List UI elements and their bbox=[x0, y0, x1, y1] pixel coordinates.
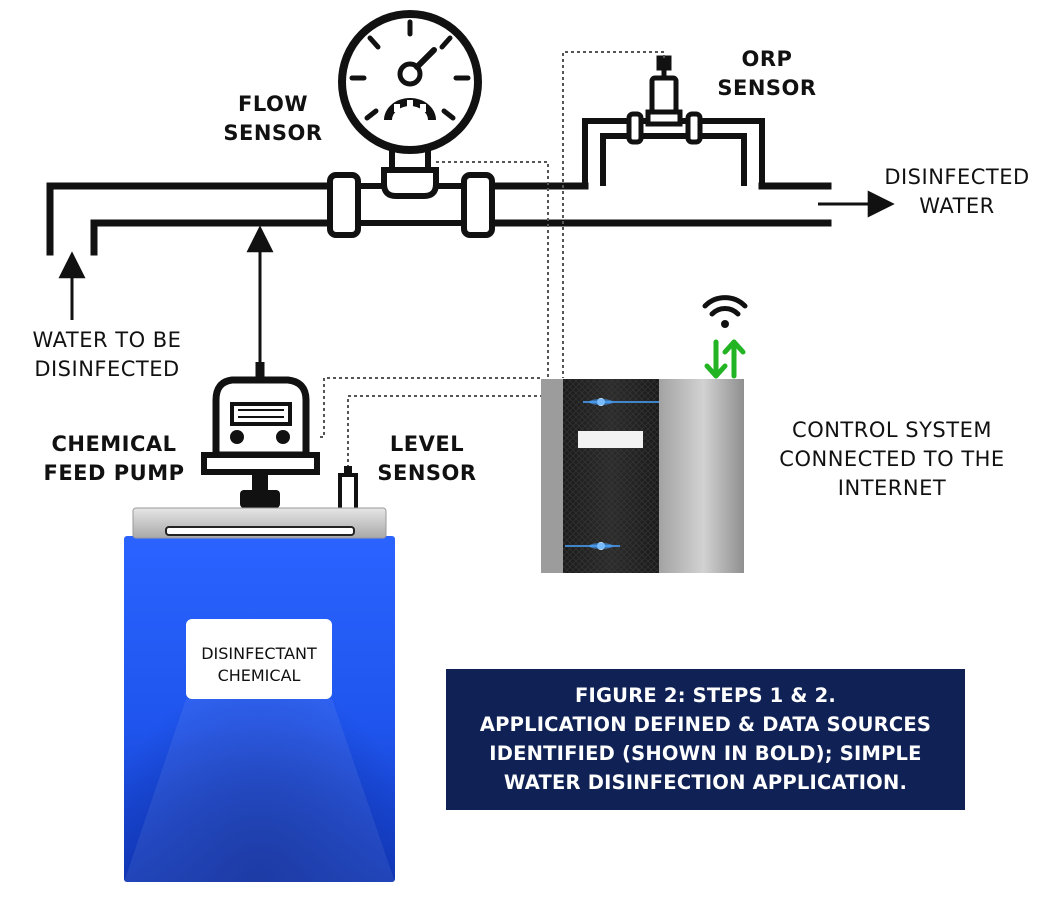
level-sensor-icon bbox=[338, 466, 358, 513]
figure-caption-line3: IDENTIFIED (SHOWN IN BOLD); SIMPLE bbox=[489, 742, 922, 765]
orp-sensor-icon bbox=[626, 55, 703, 145]
main-pipe bbox=[46, 182, 832, 256]
level-sensor-label: LEVEL SENSOR bbox=[364, 430, 490, 488]
flow-sensor-gauge-icon bbox=[338, 10, 482, 154]
flow-sensor-label-line2: SENSOR bbox=[223, 121, 323, 145]
water-in-label: WATER TO BE DISINFECTED bbox=[18, 326, 196, 384]
disinfected-water-label-line2: WATER bbox=[919, 194, 995, 218]
chemical-feed-pump-label-line1: CHEMICAL bbox=[51, 432, 177, 456]
orp-bypass-loop bbox=[582, 118, 765, 186]
control-system-label-line3: INTERNET bbox=[837, 476, 947, 500]
control-system-label-line1: CONTROL SYSTEM bbox=[792, 418, 992, 442]
flow-sensor-label: FLOW SENSOR bbox=[214, 90, 332, 148]
data-transfer-arrows-icon bbox=[704, 339, 746, 379]
control-system-label: CONTROL SYSTEM CONNECTED TO THE INTERNET bbox=[758, 416, 1026, 503]
orp-sensor-label-line2: SENSOR bbox=[717, 76, 817, 100]
control-system-label-line2: CONNECTED TO THE bbox=[779, 447, 1005, 471]
level-sensor-label-line2: SENSOR bbox=[377, 461, 477, 485]
disinfected-water-label-line1: DISINFECTED bbox=[884, 165, 1030, 189]
chemical-feed-pump-label: CHEMICAL FEED PUMP bbox=[30, 430, 198, 488]
figure-caption-line1: FIGURE 2: STEPS 1 & 2. bbox=[574, 684, 836, 707]
chemical-feed-pump-icon bbox=[201, 362, 320, 508]
wifi-icon bbox=[702, 295, 748, 328]
flow-sensor-label-line1: FLOW bbox=[238, 92, 308, 116]
signal-wires bbox=[320, 51, 665, 468]
tank-label: DISINFECTANT CHEMICAL bbox=[186, 619, 332, 699]
figure-caption-line4: WATER DISINFECTION APPLICATION. bbox=[503, 771, 908, 794]
disinfected-water-label: DISINFECTED WATER bbox=[868, 163, 1046, 221]
figure-caption: FIGURE 2: STEPS 1 & 2. APPLICATION DEFIN… bbox=[446, 669, 965, 810]
tank-label-line2: CHEMICAL bbox=[217, 666, 301, 685]
orp-sensor-label-line1: ORP bbox=[741, 47, 793, 71]
control-system-box bbox=[541, 379, 744, 573]
level-sensor-label-line1: LEVEL bbox=[389, 432, 465, 456]
chemical-feed-pump-label-line2: FEED PUMP bbox=[43, 461, 185, 485]
water-in-label-line2: DISINFECTED bbox=[34, 357, 180, 381]
figure-caption-line2: APPLICATION DEFINED & DATA SOURCES bbox=[479, 713, 932, 736]
water-in-label-line1: WATER TO BE bbox=[32, 328, 182, 352]
orp-sensor-label: ORP SENSOR bbox=[706, 45, 828, 103]
flow-sensor-fittings bbox=[327, 137, 495, 238]
tank-label-line1: DISINFECTANT bbox=[201, 644, 317, 663]
